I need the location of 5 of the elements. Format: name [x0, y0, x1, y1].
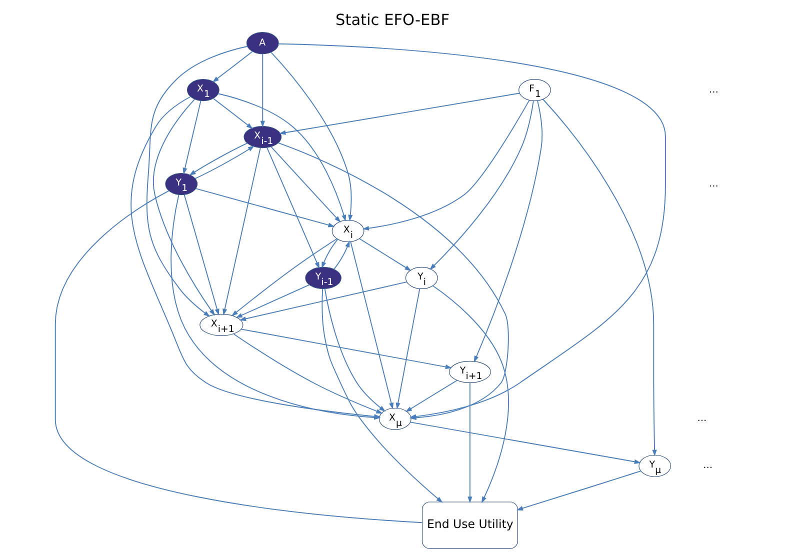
label: … — [709, 84, 718, 96]
label: … — [703, 460, 713, 472]
diagram-title: Static EFO-EBF — [335, 11, 450, 30]
label: … — [709, 178, 718, 190]
label: … — [697, 413, 707, 424]
